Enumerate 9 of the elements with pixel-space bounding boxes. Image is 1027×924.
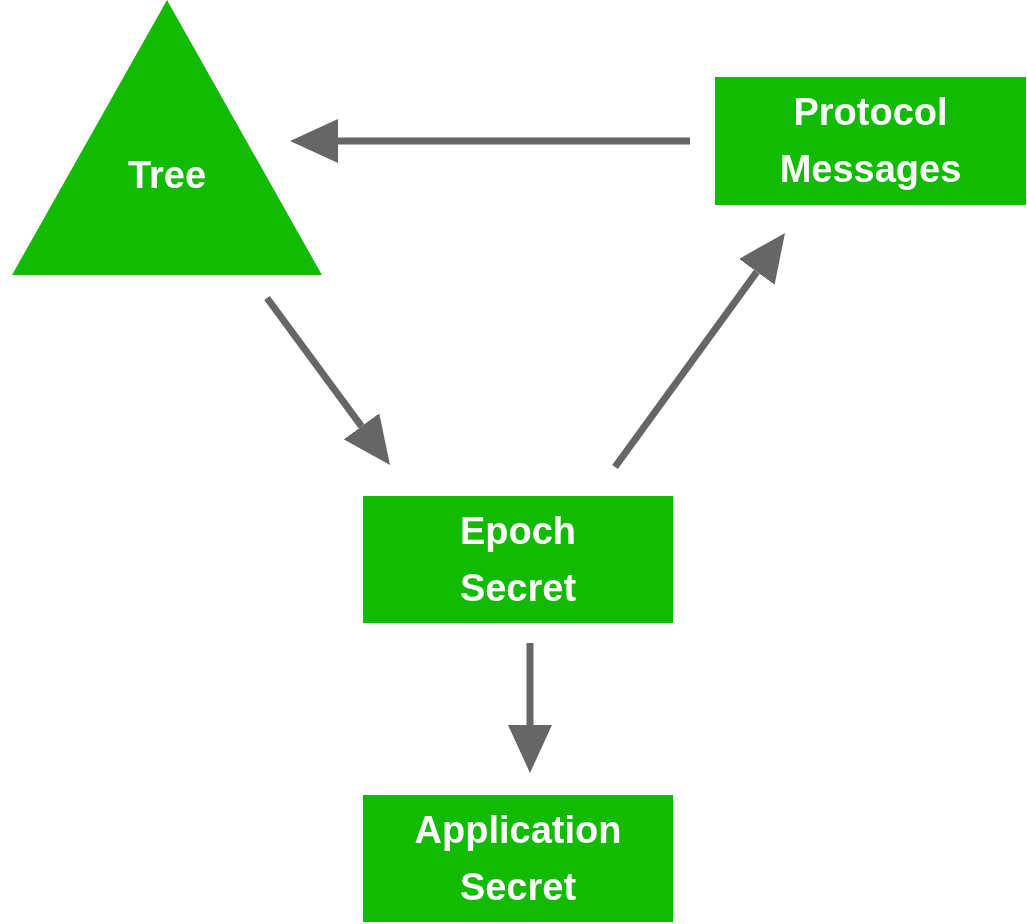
node-label: Tree	[127, 153, 207, 198]
arrow	[612, 233, 785, 470]
process-box	[715, 77, 1026, 205]
node-label: Application Secret	[413, 807, 623, 910]
process-box	[363, 496, 673, 623]
arrow	[264, 295, 390, 465]
node-label: Protocol Messages	[778, 90, 963, 192]
node-label: Epoch Secret	[458, 508, 578, 611]
process-box	[363, 795, 673, 922]
